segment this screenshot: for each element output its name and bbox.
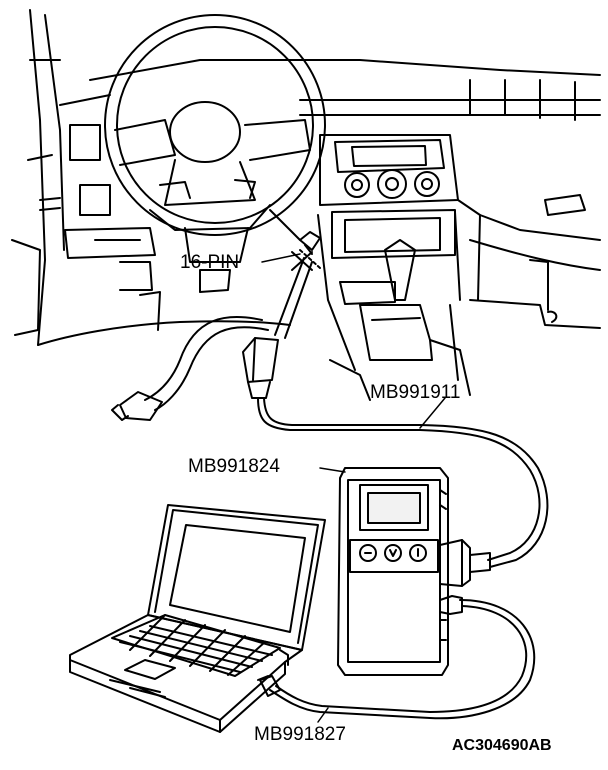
usb-leader-line [317,707,329,723]
main-harness-cable [111,257,549,568]
diagnostic-connector [291,231,321,271]
vci-unit [337,467,491,676]
figure-code: AC304690AB [452,737,552,754]
laptop [69,504,326,733]
pin-leader-line [261,253,301,263]
cable-main-label: MB991911 [370,382,461,403]
steering-wheel [104,14,326,263]
usb-cable-label: MB991827 [254,724,346,745]
pin-label: 16-PIN [180,252,240,273]
usb-cable [259,599,536,720]
vehicle-interior [11,9,601,401]
cable-leader-line [419,397,446,429]
vci-label: MB991824 [188,456,280,477]
vci-leader-line [319,467,346,473]
